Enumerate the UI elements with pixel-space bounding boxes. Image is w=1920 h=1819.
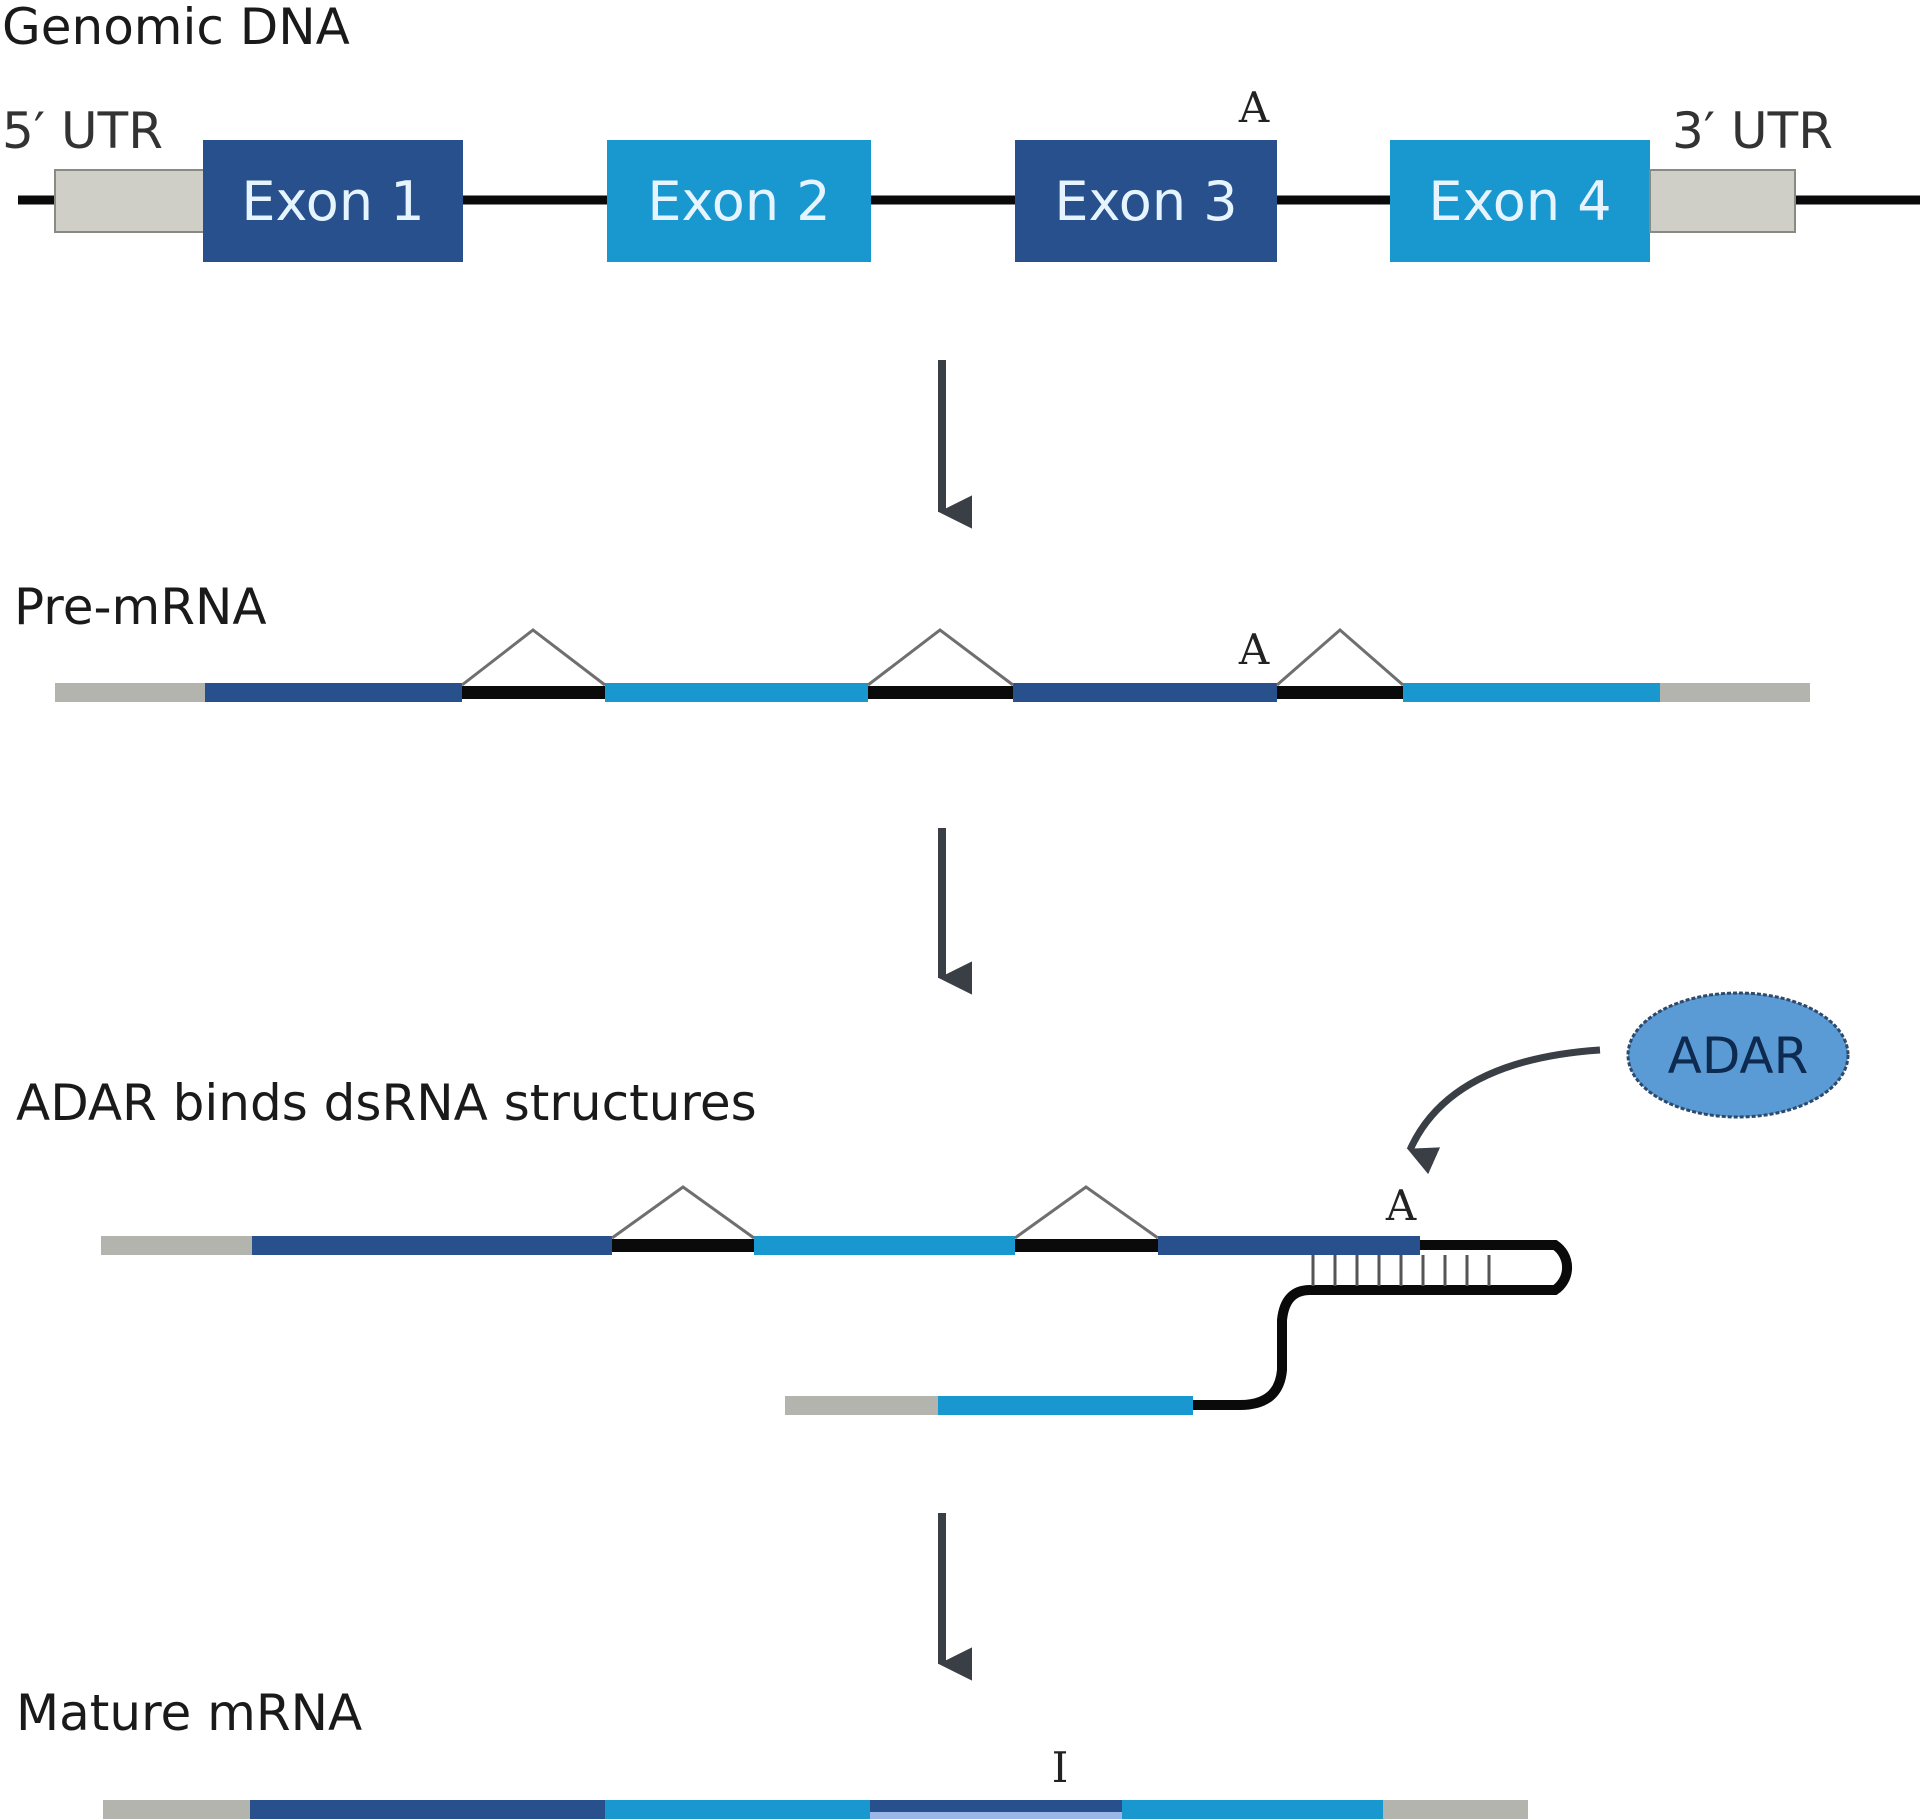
pre-intron-2: [868, 686, 1013, 699]
pre-intron-3: [1277, 686, 1403, 699]
mature-mrna-title: Mature mRNA: [16, 1684, 362, 1742]
utr5-label: 5′ UTR: [2, 102, 163, 160]
utr5-box: [54, 169, 206, 233]
utr3-box: [1649, 169, 1796, 233]
exon-3-label: Exon 3: [1054, 170, 1237, 233]
ds-exon-3: [1158, 1236, 1420, 1255]
ds-utr3: [785, 1396, 938, 1415]
splice-junction-2: [1014, 1185, 1159, 1240]
adar-binding-section: ADAR binds dsRNA structures A ADAR: [16, 991, 1850, 1415]
mature-exon-3-edited: [870, 1812, 1122, 1819]
exon-2-box: [607, 140, 871, 262]
splice-junction-1: [461, 628, 606, 687]
ds-exon-2: [754, 1236, 1015, 1255]
splice-junction-3: [1276, 628, 1404, 687]
edited-base-i: I: [1052, 1743, 1069, 1792]
edit-site-a-ds: A: [1385, 1181, 1417, 1230]
mature-utr3: [1383, 1800, 1528, 1819]
pre-mrna-title: Pre-mRNA: [14, 578, 267, 636]
pre-exon-3: [1013, 683, 1277, 702]
genomic-dna-section: Genomic DNA 5′ UTR Exon 1 Exon 2 Exon 3 …: [2, 0, 1920, 262]
edit-site-a-pre: A: [1238, 625, 1270, 674]
edit-site-a-dna: A: [1238, 83, 1270, 132]
pre-exon-2: [605, 683, 868, 702]
pre-exon-4: [1403, 683, 1660, 702]
dsrna-hairpin: [1193, 1240, 1572, 1410]
adar-binding-title: ADAR binds dsRNA structures: [16, 1074, 757, 1132]
mature-exon-2: [605, 1800, 870, 1819]
splice-junction-2: [867, 628, 1014, 687]
exon-3-box: [1015, 140, 1277, 262]
exon-4-label: Exon 4: [1428, 170, 1611, 233]
mature-mrna-section: Mature mRNA I: [16, 1684, 1528, 1819]
adar-label: ADAR: [1668, 1027, 1809, 1085]
ds-intron-2: [1015, 1239, 1158, 1252]
pre-utr5: [55, 683, 207, 702]
mature-utr5: [103, 1800, 251, 1819]
adar-binding-arrow-icon: [1406, 1046, 1601, 1175]
exon-2-label: Exon 2: [647, 170, 830, 233]
pre-utr3: [1660, 683, 1810, 702]
pre-exon-1: [205, 683, 462, 702]
adar-enzyme: [1626, 991, 1850, 1119]
splice-junction-1: [611, 1185, 755, 1240]
mature-exon-1: [250, 1800, 605, 1819]
ds-exon-4: [938, 1396, 1193, 1415]
exon-4-box: [1390, 140, 1650, 262]
utr3-label: 3′ UTR: [1672, 102, 1833, 160]
mature-exon-4: [1122, 1800, 1383, 1819]
pre-intron-1: [462, 686, 605, 699]
ds-intron-1: [612, 1239, 754, 1252]
genomic-dna-title: Genomic DNA: [2, 0, 350, 56]
base-pair-ladder: [1311, 1255, 1491, 1286]
exon-1-box: [203, 140, 463, 262]
ds-exon-1: [252, 1236, 612, 1255]
ds-utr5: [101, 1236, 253, 1255]
exon-1-label: Exon 1: [241, 170, 424, 233]
pre-mrna-section: Pre-mRNA A: [14, 578, 1810, 702]
